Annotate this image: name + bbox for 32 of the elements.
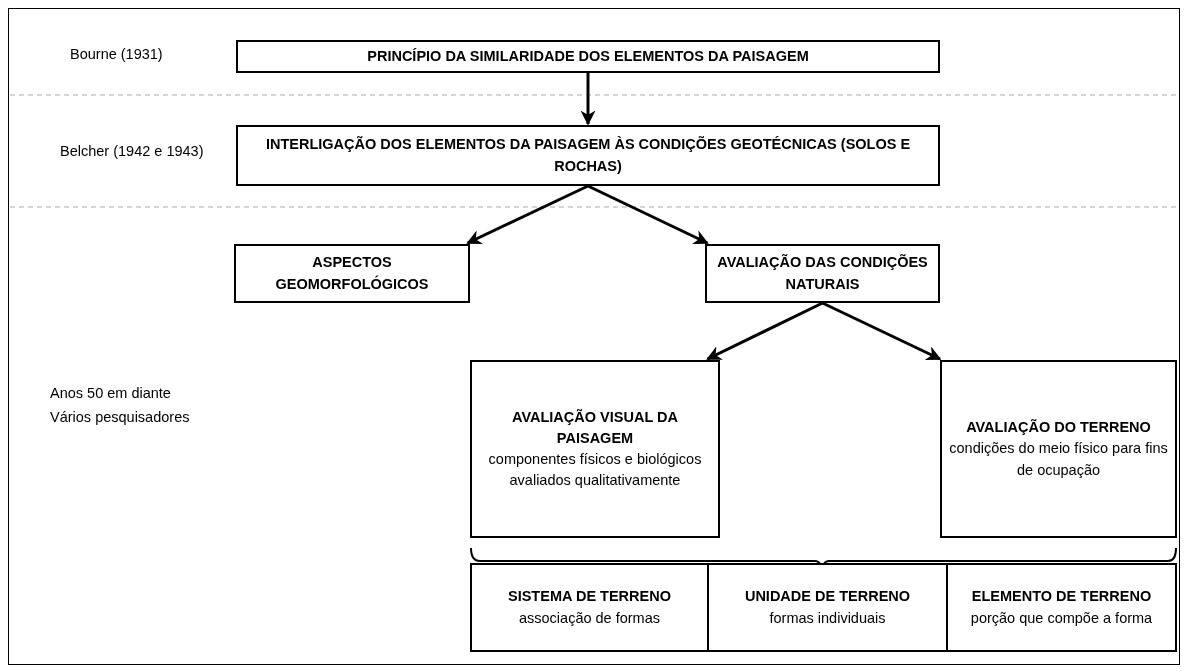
box-heading: INTERLIGAÇÃO DOS ELEMENTOS DA PAISAGEM ÀS CONDIÇÕES GEOTÉCNICAS (SOLOS E ROCHAS) — [264, 135, 912, 176]
box-heading: ELEMENTO DE TERRENO — [971, 587, 1152, 607]
box-heading: AVALIAÇÃO DO TERRENO — [966, 418, 1151, 438]
process-box — [234, 244, 470, 303]
arrow — [821, 301, 942, 361]
process-box — [470, 563, 709, 652]
period-label: Vários pesquisadores — [50, 409, 190, 425]
box-description: componentes físicos e biológicos avaliados qualitativamente — [487, 450, 703, 490]
box-heading: PRINCÍPIO DA SIMILARIDADE DOS ELEMENTOS DA PAISAGEM — [367, 47, 809, 66]
process-box — [470, 360, 720, 538]
box-heading: AVALIAÇÃO VISUAL DA PAISAGEM — [511, 407, 679, 448]
process-box — [707, 563, 948, 652]
process-box — [946, 563, 1177, 652]
arrow — [706, 301, 824, 361]
period-label: Anos 50 em diante — [50, 385, 171, 401]
arrow — [587, 184, 709, 245]
box-description: porção que compõe a forma — [970, 608, 1153, 628]
process-box — [236, 125, 940, 186]
period-label: Belcher (1942 e 1943) — [60, 143, 204, 159]
process-box — [236, 40, 940, 73]
arrow — [466, 184, 589, 245]
process-box — [940, 360, 1177, 538]
box-description: condições do meio físico para fins de ocupação — [948, 439, 1169, 480]
box-description: associação de formas — [518, 608, 660, 628]
box-heading: ASPECTOS GEOMORFOLÓGICOS — [274, 253, 430, 294]
arrow — [580, 73, 596, 126]
box-heading: SISTEMA DE TERRENO — [508, 587, 671, 607]
box-heading: UNIDADE DE TERRENO — [744, 587, 911, 607]
box-heading: AVALIAÇÃO DAS CONDIÇÕES NATURAIS — [716, 253, 929, 294]
period-label: Bourne (1931) — [70, 46, 163, 62]
process-box — [705, 244, 940, 303]
box-description: formas individuais — [769, 608, 886, 628]
